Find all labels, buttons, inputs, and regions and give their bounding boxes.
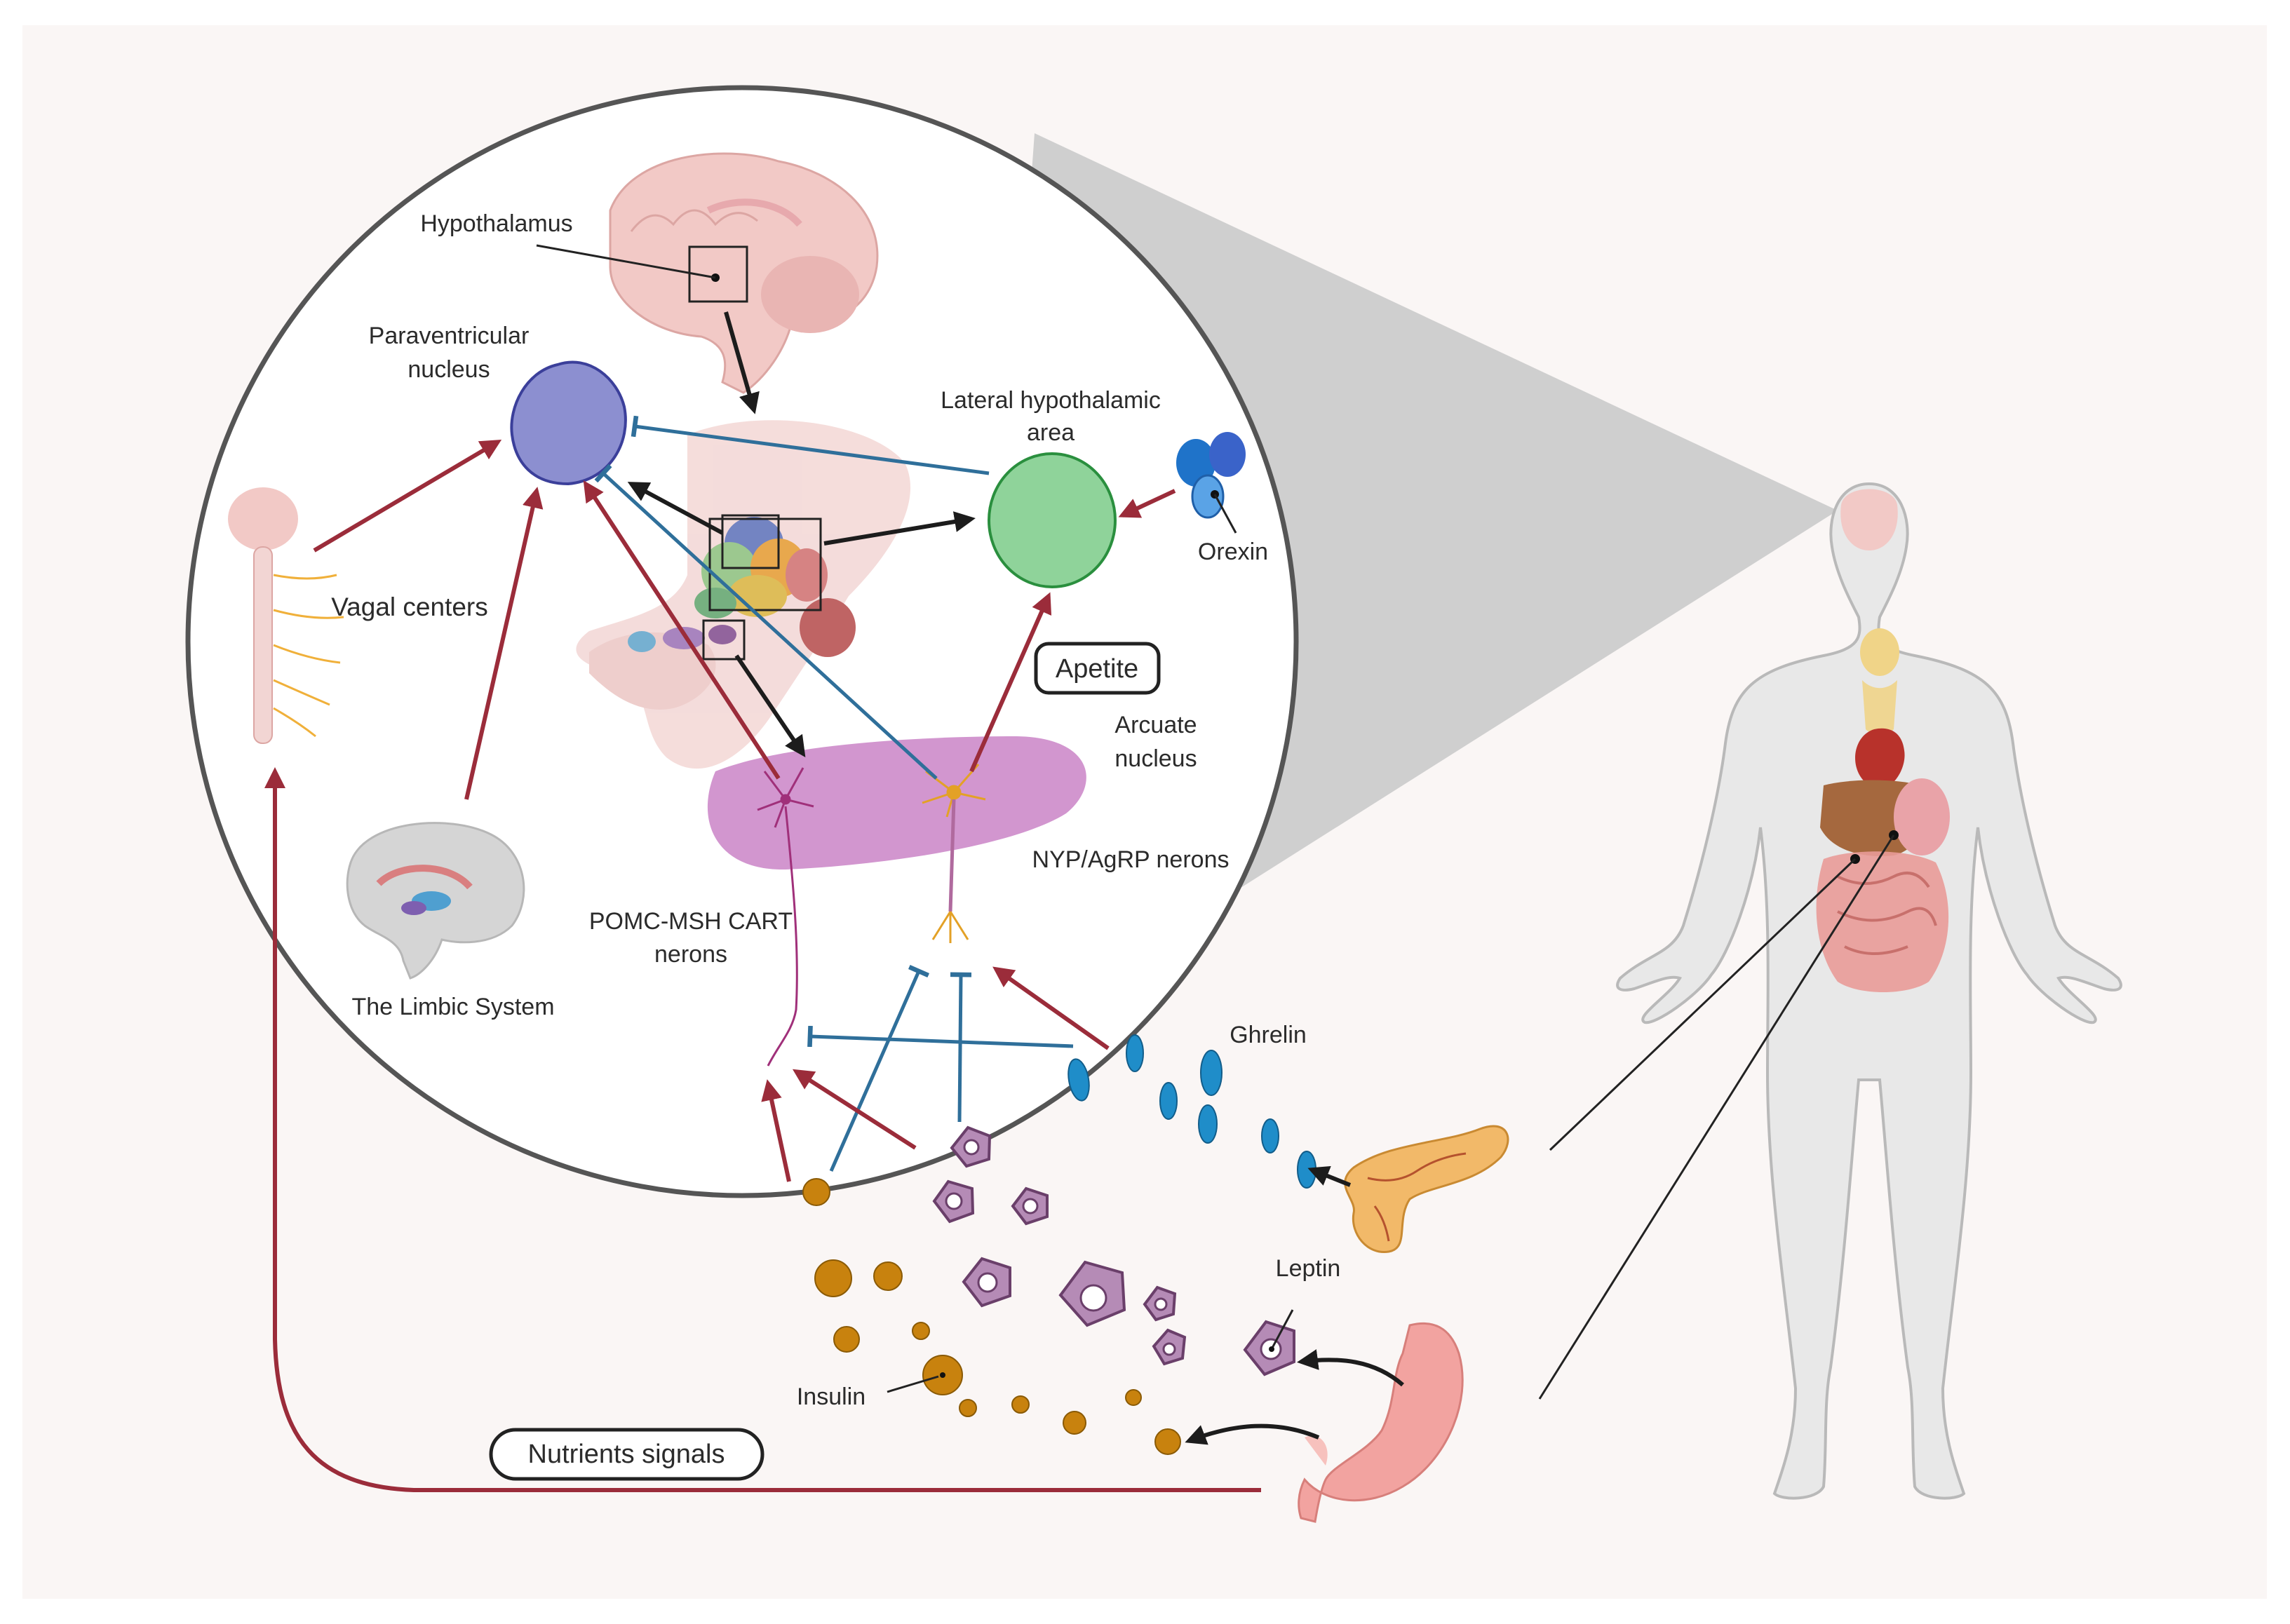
hypothalamus-to-pvn-arrow [627, 482, 724, 535]
brain-icon [609, 152, 879, 394]
insulin-label: Insulin [797, 1383, 866, 1410]
hypothalamus-to-arcuate-arrow [734, 654, 806, 757]
insulin-inhibits-nyp [829, 964, 930, 1172]
apetite-box [1034, 642, 1161, 695]
pomc-to-pvn-arrow [583, 480, 781, 780]
pomc-neuron [757, 767, 814, 1067]
nutrients-signals-label: Nutrients signals [528, 1440, 725, 1469]
nyp-agrp-label: NYP/AgRP nerons [1032, 846, 1230, 873]
orexin-molecule-icon [1176, 432, 1246, 534]
stomach-leader [1538, 834, 1895, 1400]
lateral-hypothalamic-label-line2: area [1027, 419, 1075, 446]
pomc-label-line1: POMC-MSH CART [589, 908, 793, 935]
nutrients-feedback-arrow [264, 767, 1261, 1492]
arcuate-label-line1: Arcuate [1114, 712, 1197, 738]
insulin-molecules [802, 1178, 1181, 1455]
ghrelin-inhibits-pomc [807, 1025, 1074, 1048]
lateral-hypothalamic-area [988, 452, 1117, 588]
leptin-label: Leptin [1276, 1255, 1341, 1282]
ghrelin-molecules [1067, 1034, 1316, 1189]
orexin-to-lha-arrow [1118, 489, 1176, 518]
leptin-inhibits-nyp [950, 972, 972, 1123]
lha-focus-box [708, 517, 822, 611]
leptin-molecules [932, 1125, 1295, 1376]
pomc-label-line2: nerons [654, 941, 727, 968]
hypothalamus-to-lha-arrow [823, 511, 976, 546]
limbic-brain-icon [346, 822, 525, 980]
arcuate-label-line2: nucleus [1114, 745, 1197, 772]
pvn-focus-box [721, 514, 780, 569]
vagal-to-pvn-arrow [313, 439, 502, 553]
orexin-label: Orexin [1198, 539, 1268, 565]
lateral-hypothalamic-label-line1: Lateral hypothalamic [941, 387, 1161, 414]
human-body-icon [1616, 482, 2122, 1500]
nyp-to-lha-arrow [969, 592, 1052, 773]
vagal-centers-label: Vagal centers [331, 593, 488, 621]
insulin-to-pomc-arrow [761, 1079, 791, 1182]
nutrients-signals-box [489, 1428, 765, 1481]
limbic-system-label: The Limbic System [351, 994, 554, 1020]
pancreas-icon [1344, 1125, 1509, 1253]
nyp-inhibits-pvn [594, 463, 938, 780]
paraventricular-label-line2: nucleus [408, 356, 490, 383]
spinal-cord-icon [228, 487, 344, 744]
pancreas-leader [1549, 858, 1857, 1151]
leptin-to-pomc-arrow [792, 1069, 917, 1150]
ghrelin-to-nyp-arrow [992, 966, 1110, 1050]
ghrelin-label: Ghrelin [1230, 1022, 1307, 1048]
hypothalamus-label: Hypothalamus [420, 210, 572, 237]
nyp-neuron [922, 764, 986, 943]
apetite-label: Apetite [1056, 654, 1138, 684]
paraventricular-label-line1: Paraventricular [369, 323, 530, 349]
paraventricular-nucleus [510, 360, 627, 486]
hypothalamus-box [688, 245, 748, 303]
limbic-to-pvn-arrow [464, 487, 544, 800]
lha-inhibits-pvn [631, 415, 990, 475]
stomach-icon [1298, 1322, 1464, 1523]
arcuate-focus-box [702, 619, 746, 661]
